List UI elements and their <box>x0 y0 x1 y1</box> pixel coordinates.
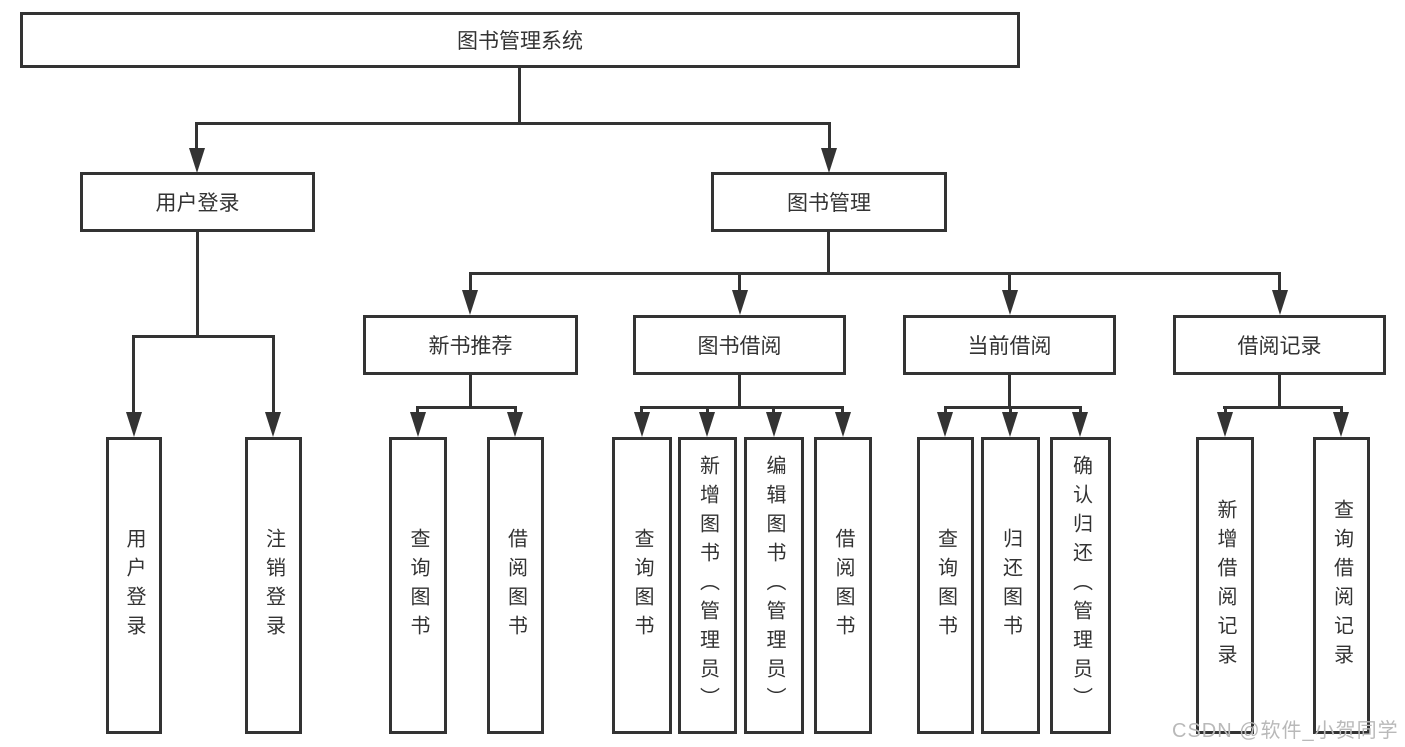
connector-line <box>195 122 198 149</box>
connector-line <box>132 335 135 413</box>
connector-line <box>272 335 275 413</box>
arrowhead-icon <box>634 412 650 437</box>
connector-line <box>1278 272 1281 290</box>
node-user-login: 用户登录 <box>80 172 315 232</box>
arrowhead-icon <box>1072 412 1088 437</box>
leaf-label: 用户登录 <box>123 527 145 644</box>
node-label: 新书推荐 <box>428 335 513 358</box>
connector-line <box>196 232 199 335</box>
node-book-manage: 图书管理 <box>711 172 947 232</box>
leaf-add-borrow-record: 新增借阅记录 <box>1196 437 1254 734</box>
node-label: 用户登录 <box>155 192 240 215</box>
node-label: 借阅记录 <box>1237 335 1322 358</box>
leaf-query-book: 查询图书 <box>612 437 672 734</box>
connector-line <box>132 335 275 338</box>
leaf-query-book: 查询图书 <box>389 437 447 734</box>
connector-line <box>1079 406 1082 414</box>
leaf-label: 查询图书 <box>631 527 653 644</box>
arrowhead-icon <box>126 412 142 437</box>
node-current-borrow: 当前借阅 <box>903 315 1116 375</box>
arrowhead-icon <box>1333 412 1349 437</box>
connector-line <box>518 68 521 122</box>
node-new-book-recommend: 新书推荐 <box>363 315 578 375</box>
connector-line <box>1340 406 1343 414</box>
node-book-borrow: 图书借阅 <box>633 315 846 375</box>
connector-line <box>841 406 844 414</box>
node-label: 图书借阅 <box>697 335 782 358</box>
leaf-query-borrow-record: 查询借阅记录 <box>1313 437 1370 734</box>
arrowhead-icon <box>1002 290 1018 315</box>
connector-line <box>944 406 947 414</box>
connector-line <box>944 406 1082 409</box>
leaf-user-login: 用户登录 <box>106 437 162 734</box>
connector-line <box>416 406 419 414</box>
node-label: 图书管理 <box>787 192 871 215</box>
leaf-label: 借阅图书 <box>832 527 854 644</box>
leaf-label: 新增借阅记录 <box>1214 498 1236 673</box>
node-borrow-record: 借阅记录 <box>1173 315 1386 375</box>
arrowhead-icon <box>732 290 748 315</box>
connector-line <box>640 406 844 409</box>
arrowhead-icon <box>410 412 426 437</box>
connector-line <box>772 406 775 414</box>
leaf-label: 注销登录 <box>262 527 285 644</box>
connector-line <box>1278 375 1281 406</box>
connector-line <box>1224 406 1227 414</box>
connector-line <box>469 272 472 290</box>
leaf-label: 新增图书（管理员） <box>696 455 719 716</box>
leaf-edit-book-admin: 编辑图书（管理员） <box>744 437 804 734</box>
leaf-logout: 注销登录 <box>245 437 302 734</box>
connector-line <box>640 406 643 414</box>
node-label: 图书管理系统 <box>457 30 583 53</box>
arrowhead-icon <box>1002 412 1018 437</box>
arrowhead-icon <box>189 148 205 173</box>
connector-line <box>828 122 831 149</box>
connector-line <box>195 122 831 125</box>
connector-line <box>738 272 741 290</box>
connector-line <box>706 406 709 414</box>
arrowhead-icon <box>265 412 281 437</box>
leaf-label: 借阅图书 <box>504 527 527 644</box>
arrowhead-icon <box>699 412 715 437</box>
leaf-label: 查询图书 <box>407 527 429 644</box>
connector-line <box>1008 375 1011 406</box>
arrowhead-icon <box>507 412 523 437</box>
leaf-return-book: 归还图书 <box>981 437 1040 734</box>
connector-line <box>514 406 517 414</box>
connector-line <box>827 232 830 272</box>
leaf-borrow-book: 借阅图书 <box>487 437 544 734</box>
leaf-query-book: 查询图书 <box>917 437 974 734</box>
connector-line <box>738 375 741 406</box>
connector-line <box>1009 406 1012 414</box>
arrowhead-icon <box>835 412 851 437</box>
connector-line <box>1223 406 1343 409</box>
leaf-label: 编辑图书（管理员） <box>763 455 785 716</box>
leaf-confirm-return-admin: 确认归还（管理员） <box>1050 437 1111 734</box>
arrowhead-icon <box>937 412 953 437</box>
csdn-watermark: CSDN @软件_小贺同学 <box>1172 720 1399 742</box>
leaf-add-book-admin: 新增图书（管理员） <box>678 437 737 734</box>
node-library-system: 图书管理系统 <box>20 12 1020 68</box>
leaf-borrow-book: 借阅图书 <box>814 437 872 734</box>
arrowhead-icon <box>821 148 837 173</box>
leaf-label: 确认归还（管理员） <box>1069 455 1092 716</box>
arrowhead-icon <box>1217 412 1233 437</box>
connector-line <box>1008 272 1011 290</box>
leaf-label: 归还图书 <box>999 527 1022 644</box>
arrowhead-icon <box>1272 290 1288 315</box>
connector-line <box>416 406 517 409</box>
arrowhead-icon <box>766 412 782 437</box>
node-label: 当前借阅 <box>967 335 1052 358</box>
leaf-label: 查询借阅记录 <box>1330 498 1353 673</box>
arrowhead-icon <box>462 290 478 315</box>
connector-line <box>469 375 472 406</box>
connector-line <box>469 272 1281 275</box>
leaf-label: 查询图书 <box>934 527 957 644</box>
